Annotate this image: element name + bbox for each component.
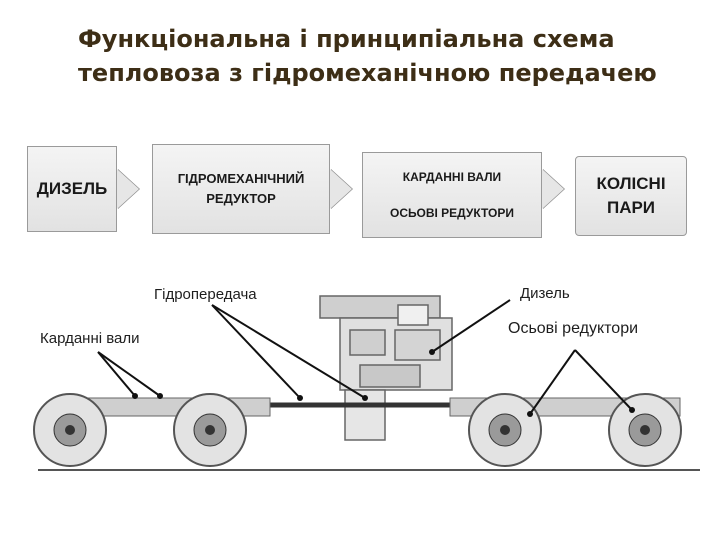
cardan-shafts-label: КАРДАННІ ВАЛИ: [402, 170, 502, 184]
diesel-block: ДИЗЕЛЬ: [27, 146, 117, 232]
hydro-transmission-label: Гідропередача: [154, 286, 257, 303]
reducer-label-line-2: РЕДУКТОР: [206, 191, 276, 206]
flow-arrow-3: [542, 169, 564, 209]
wheel-pairs-block: КОЛІСНІ ПАРИ: [575, 156, 687, 236]
diesel-label: Дизель: [520, 285, 570, 302]
leader-lines: [97, 299, 633, 415]
cardan-shafts-callout: Карданні вали: [40, 330, 140, 347]
wheel-2: [173, 393, 247, 467]
flow-arrow-2: [330, 169, 352, 209]
axle-reducers-callout: Осьові редуктори: [508, 320, 639, 337]
reducer-label-line-1: ГІДРОМЕХАНІЧНИЙ: [177, 171, 305, 186]
flow-arrow-1: [117, 169, 139, 209]
wheel-4: [608, 393, 682, 467]
page-title: Функціональна і принципіальна схема тепл…: [78, 22, 698, 90]
diesel-engine-drawing: [319, 295, 453, 441]
wheel-pairs-label-line-2: ПАРИ: [606, 198, 656, 217]
axle-reducers-label: ОСЬОВІ РЕДУКТОРИ: [390, 206, 514, 220]
wheel-1: [33, 393, 107, 467]
title-line-2: тепловоза з гідромеханічною передачею: [78, 59, 657, 87]
diesel-block-label: ДИЗЕЛЬ: [36, 179, 108, 198]
leader-dots: [132, 349, 635, 417]
cardan-axle-block: КАРДАННІ ВАЛИ ОСЬОВІ РЕДУКТОРИ: [362, 152, 542, 238]
wheel-3: [468, 393, 542, 467]
title-line-1: Функціональна і принципіальна схема: [78, 25, 615, 53]
hydromechanical-reducer-block: ГІДРОМЕХАНІЧНИЙ РЕДУКТОР: [152, 144, 330, 234]
wheel-pairs-label-line-1: КОЛІСНІ: [596, 174, 666, 193]
